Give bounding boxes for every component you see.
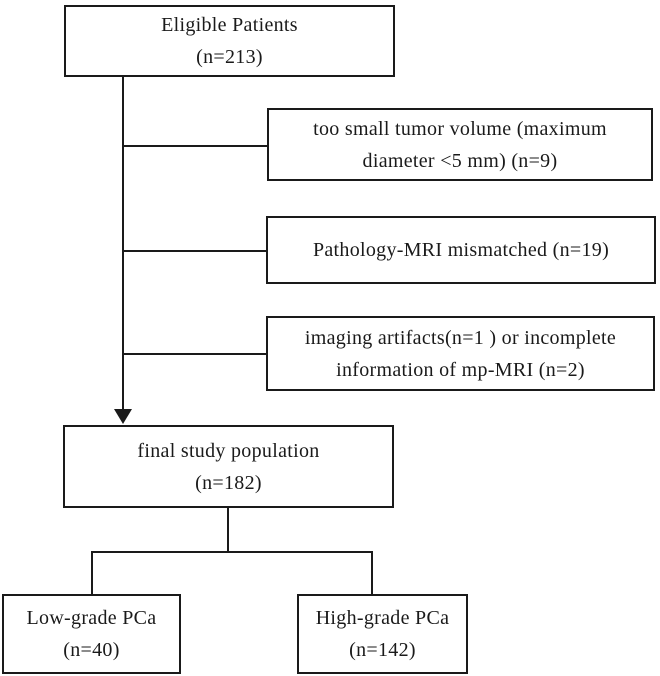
connector-spine bbox=[122, 76, 124, 410]
exclusion-small-volume-line-2: diameter <5 mm) (n=9) bbox=[362, 149, 558, 172]
node-exclusion-artifacts: imaging artifacts(n=1 ) or incomplete in… bbox=[266, 316, 655, 391]
node-exclusion-mismatch: Pathology-MRI mismatched (n=19) bbox=[266, 216, 656, 284]
low-grade-count: (n=40) bbox=[63, 639, 120, 661]
exclusion-artifacts-line-1: imaging artifacts(n=1 ) or incomplete bbox=[304, 326, 617, 349]
high-grade-label: High-grade PCa bbox=[315, 607, 450, 629]
exclusion-artifacts-line-2: information of mp-MRI (n=2) bbox=[336, 358, 585, 381]
connector-final-stem bbox=[227, 507, 229, 553]
eligible-patients-label: Eligible Patients bbox=[161, 14, 298, 36]
connector-drop-high-grade bbox=[371, 551, 373, 594]
exclusion-mismatch-label: Pathology-MRI mismatched (n=19) bbox=[312, 239, 610, 261]
low-grade-label: Low-grade PCa bbox=[26, 607, 157, 629]
node-eligible-patients: Eligible Patients (n=213) bbox=[64, 5, 395, 77]
exclusion-small-volume-line-1: too small tumor volume (maximum bbox=[313, 117, 607, 140]
connector-split-bar bbox=[91, 551, 373, 553]
node-final-study-population: final study population (n=182) bbox=[63, 425, 394, 508]
high-grade-count: (n=142) bbox=[349, 639, 416, 661]
connector-branch-exclusion-3 bbox=[123, 353, 266, 355]
arrow-down-icon bbox=[114, 409, 132, 424]
final-population-count: (n=182) bbox=[195, 471, 262, 494]
node-high-grade-pca: High-grade PCa (n=142) bbox=[297, 594, 468, 674]
connector-branch-exclusion-1 bbox=[123, 145, 267, 147]
node-exclusion-small-volume: too small tumor volume (maximum diameter… bbox=[267, 108, 653, 181]
connector-drop-low-grade bbox=[91, 551, 93, 594]
final-population-label: final study population bbox=[137, 439, 320, 462]
eligible-patients-count: (n=213) bbox=[196, 46, 263, 68]
node-low-grade-pca: Low-grade PCa (n=40) bbox=[2, 594, 181, 674]
connector-branch-exclusion-2 bbox=[123, 250, 266, 252]
